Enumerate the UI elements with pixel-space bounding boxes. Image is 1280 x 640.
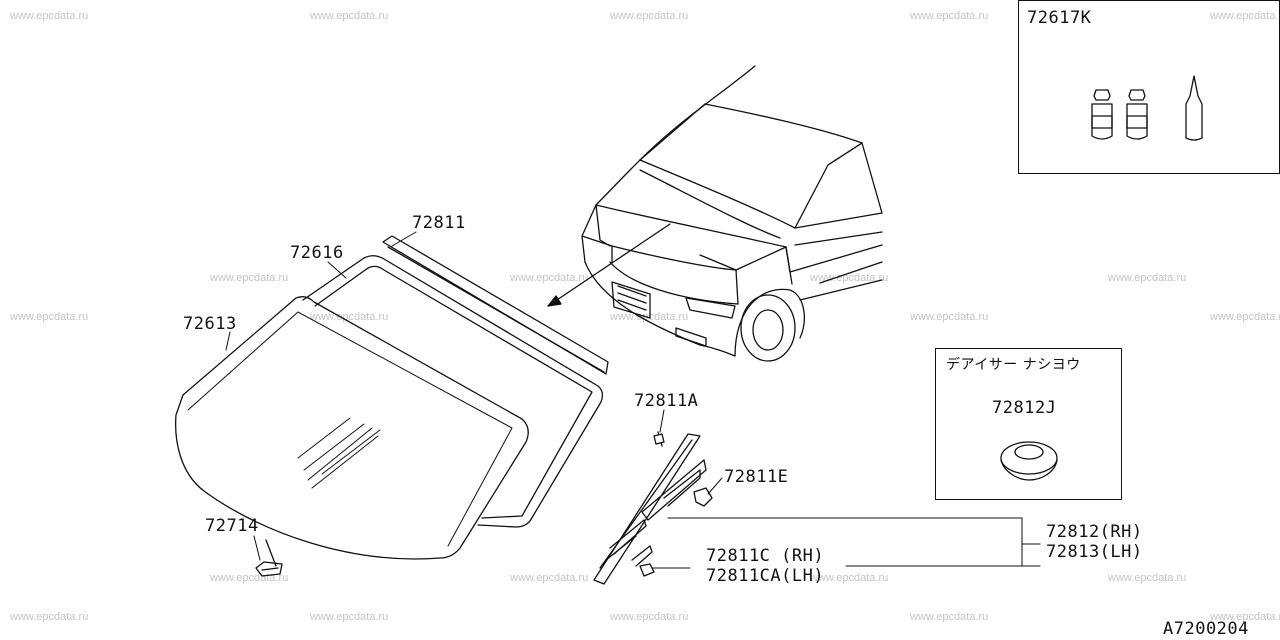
windshield-glass <box>175 296 529 560</box>
watermark-text: www.epcdata.ru <box>810 572 889 584</box>
watermark-text: www.epcdata.ru <box>910 311 989 323</box>
watermark-text: www.epcdata.ru <box>510 572 589 584</box>
watermark-text: www.epcdata.ru <box>610 311 689 323</box>
watermark-text: www.epcdata.ru <box>510 272 589 284</box>
grommet-drawing <box>1000 441 1058 481</box>
view-arrow <box>547 223 671 307</box>
side-moldings <box>593 431 713 585</box>
watermark-text: www.epcdata.ru <box>210 272 289 284</box>
part-label-72616[interactable]: 72616 <box>290 243 344 263</box>
dam-rubber <box>302 255 604 528</box>
adhesive-kit-drawing <box>1091 75 1203 141</box>
part-label-72613[interactable]: 72613 <box>183 314 237 334</box>
inset-deicer-option <box>935 348 1122 500</box>
vehicle-illustration <box>581 65 883 362</box>
clip-72714 <box>255 539 283 577</box>
watermark-text: www.epcdata.ru <box>610 611 689 623</box>
watermark-text: www.epcdata.ru <box>910 611 989 623</box>
part-label-72811[interactable]: 72811 <box>412 213 466 233</box>
watermark-text: www.epcdata.ru <box>10 611 89 623</box>
diagram-code: A7200204 <box>1163 619 1249 639</box>
part-label-72813-lh[interactable]: 72813(LH) <box>1046 542 1143 562</box>
watermark-text: www.epcdata.ru <box>1210 311 1280 323</box>
watermark-text: www.epcdata.ru <box>10 10 89 22</box>
watermark-text: www.epcdata.ru <box>810 272 889 284</box>
watermark-text: www.epcdata.ru <box>310 611 389 623</box>
part-label-72812j[interactable]: 72812J <box>992 398 1057 418</box>
part-label-72811ca-lh[interactable]: 72811CA(LH) <box>706 566 825 586</box>
watermark-text: www.epcdata.ru <box>610 10 689 22</box>
part-label-72811c-rh[interactable]: 72811C (RH) <box>706 546 825 566</box>
watermark-text: www.epcdata.ru <box>10 311 89 323</box>
watermark-text: www.epcdata.ru <box>310 10 389 22</box>
part-label-72617k[interactable]: 72617K <box>1027 8 1092 28</box>
watermark-text: www.epcdata.ru <box>1108 272 1187 284</box>
inset-note: デアイサー ナシヨウ <box>946 357 1081 373</box>
watermark-text: www.epcdata.ru <box>1210 611 1280 623</box>
leader-lines <box>225 231 1041 569</box>
part-label-72812-rh[interactable]: 72812(RH) <box>1046 522 1143 542</box>
upper-molding <box>382 235 609 375</box>
watermark-text: www.epcdata.ru <box>1210 10 1280 22</box>
part-label-72811a[interactable]: 72811A <box>634 391 699 411</box>
part-label-72714[interactable]: 72714 <box>205 516 259 536</box>
watermark-text: www.epcdata.ru <box>310 311 389 323</box>
watermark-text: www.epcdata.ru <box>1108 572 1187 584</box>
part-label-72811e[interactable]: 72811E <box>724 467 789 487</box>
watermark-text: www.epcdata.ru <box>910 10 989 22</box>
